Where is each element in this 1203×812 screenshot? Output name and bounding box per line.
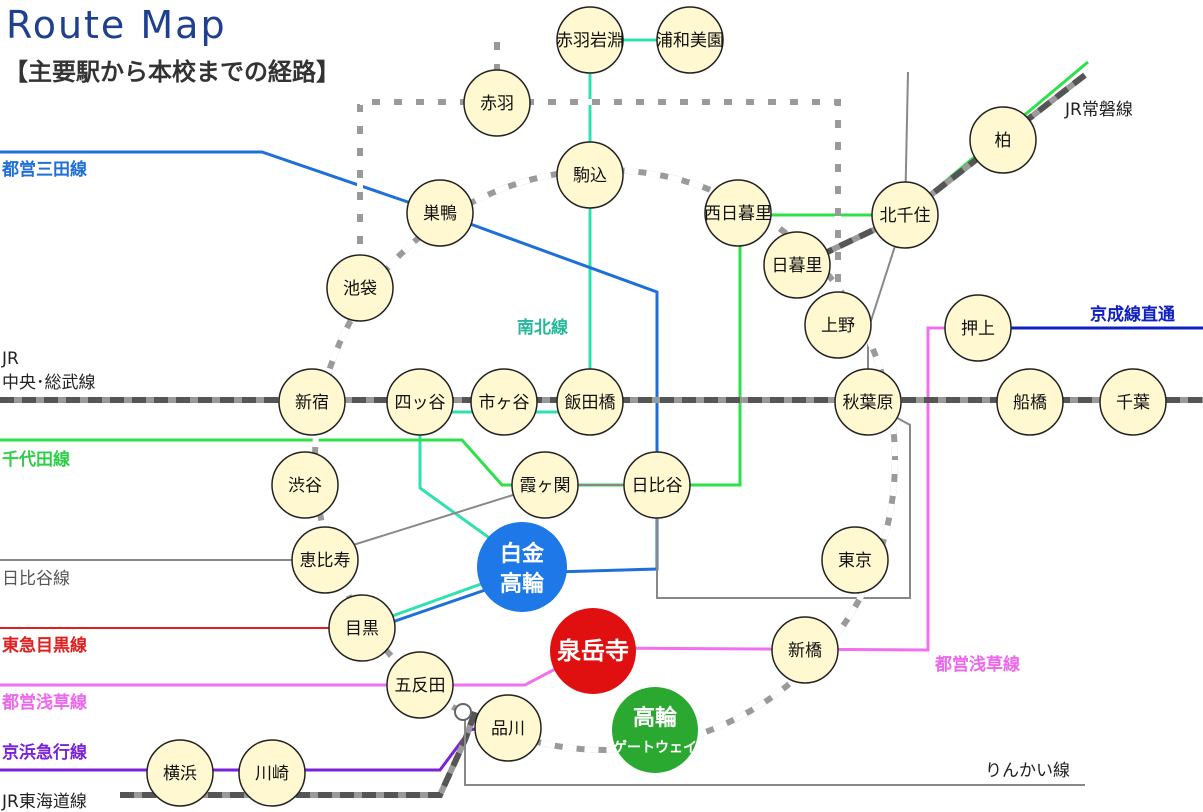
svg-text:高輪: 高輪 [500,571,545,597]
label-chiyoda: 千代田線 [2,449,70,470]
chiyoda-line [0,60,1089,487]
station-ikebukuro[interactable]: 池袋 [326,254,394,322]
svg-text:恵比寿: 恵比寿 [300,551,351,571]
svg-text:渋谷: 渋谷 [288,476,322,496]
page-subtitle: 【主要駅から本校までの経路】 [4,58,340,86]
svg-text:東京: 東京 [838,551,872,571]
svg-text:新宿: 新宿 [295,393,329,413]
station-akabane[interactable]: 赤羽 [463,69,531,137]
station-kashiwa[interactable]: 柏 [969,106,1037,174]
station-nishinippori[interactable]: 西日暮里 [704,179,772,247]
svg-text:西日暮里: 西日暮里 [704,204,772,224]
svg-text:高輪: 高輪 [633,705,678,731]
station-tokyo[interactable]: 東京 [821,526,889,594]
station-shinagawa[interactable]: 品川 [474,694,542,762]
station-meguro[interactable]: 目黒 [328,594,396,662]
label-rinkai: りんかい線 [985,761,1070,781]
station-sengakuji[interactable]: 泉岳寺 [550,608,636,694]
station-sugamo[interactable]: 巣鴨 [406,179,474,247]
station-hibiya[interactable]: 日比谷 [623,451,691,519]
osaki-junction [454,703,472,721]
station-shibuya[interactable]: 渋谷 [271,451,339,519]
svg-text:五反田: 五反田 [395,676,446,696]
station-iidabashi[interactable]: 飯田橋 [556,368,624,436]
label-jr-chuo-1: JR [1,349,19,369]
svg-text:赤羽岩淵: 赤羽岩淵 [556,31,624,51]
svg-text:柏: 柏 [995,131,1012,151]
svg-text:日比谷: 日比谷 [632,476,683,496]
station-yotsuya[interactable]: 四ッ谷 [386,368,454,436]
svg-text:ゲートウェイ: ゲートウェイ [613,739,697,756]
label-tokyu-meguro: 東急目黒線 [2,635,87,656]
station-urawamisono[interactable]: 浦和美園 [656,6,724,74]
svg-text:押上: 押上 [961,319,995,339]
svg-text:上野: 上野 [821,316,855,336]
station-chiba[interactable]: 千葉 [1099,368,1167,436]
station-gotanda[interactable]: 五反田 [386,651,454,719]
svg-text:泉岳寺: 泉岳寺 [557,637,629,665]
station-kasumigaseki[interactable]: 霞ヶ関 [511,451,579,519]
svg-text:白金: 白金 [500,541,545,567]
station-kitasenju[interactable]: 北千住 [871,181,939,249]
station-ueno[interactable]: 上野 [804,291,872,359]
svg-text:日暮里: 日暮里 [772,256,823,276]
svg-text:赤羽: 赤羽 [480,94,514,114]
station-kawasaki[interactable]: 川崎 [238,739,306,807]
label-toei-asakusa-right: 都営浅草線 [934,654,1020,675]
station-akihabara[interactable]: 秋葉原 [834,368,902,436]
svg-text:千葉: 千葉 [1116,393,1150,413]
svg-text:市ヶ谷: 市ヶ谷 [479,393,530,413]
label-jr-joban: JR常磐線 [1064,100,1133,120]
svg-text:四ッ谷: 四ッ谷 [395,393,446,413]
svg-text:船橋: 船橋 [1013,393,1047,413]
svg-text:川崎: 川崎 [255,764,289,784]
label-jr-chuo-2: 中央･総武線 [2,373,96,393]
svg-text:秋葉原: 秋葉原 [843,393,894,413]
label-hibiya: 日比谷線 [2,569,70,589]
label-toei-mita: 都営三田線 [1,159,87,180]
svg-text:横浜: 横浜 [163,764,197,784]
svg-text:池袋: 池袋 [343,279,377,299]
svg-text:巣鴨: 巣鴨 [423,204,457,224]
label-toei-asakusa-left: 都営浅草線 [1,692,87,713]
label-jr-tokaido: JR東海道線 [1,792,87,812]
svg-text:駒込: 駒込 [573,166,607,186]
station-shinbashi[interactable]: 新橋 [771,616,839,684]
station-komagome[interactable]: 駒込 [556,141,624,209]
station-yokohama[interactable]: 横浜 [146,739,214,807]
station-ichigaya[interactable]: 市ヶ谷 [470,368,538,436]
station-funabashi[interactable]: 船橋 [996,368,1064,436]
station-ebisu[interactable]: 恵比寿 [291,526,359,594]
svg-text:浦和美園: 浦和美園 [656,31,724,51]
svg-text:品川: 品川 [491,719,525,739]
label-keisei: 京成線直通 [1090,304,1175,325]
svg-text:目黒: 目黒 [345,619,379,639]
label-nanboku: 南北線 [517,317,568,338]
station-oshiage[interactable]: 押上 [944,294,1012,362]
station-shinjuku[interactable]: 新宿 [278,368,346,436]
svg-text:飯田橋: 飯田橋 [565,393,616,413]
station-takanawagateway[interactable]: 高輪 ゲートウェイ [612,687,698,773]
station-nippori[interactable]: 日暮里 [763,231,831,299]
page-title: Route Map [6,3,227,47]
station-akabaneiwabuchi[interactable]: 赤羽岩淵 [556,6,624,74]
svg-text:新橋: 新橋 [788,641,822,661]
station-shirokanetakanawa[interactable]: 白金 高輪 [477,522,567,612]
svg-text:北千住: 北千住 [880,206,931,226]
svg-text:霞ヶ関: 霞ヶ関 [520,476,571,496]
label-keikyu: 京浜急行線 [2,742,87,763]
